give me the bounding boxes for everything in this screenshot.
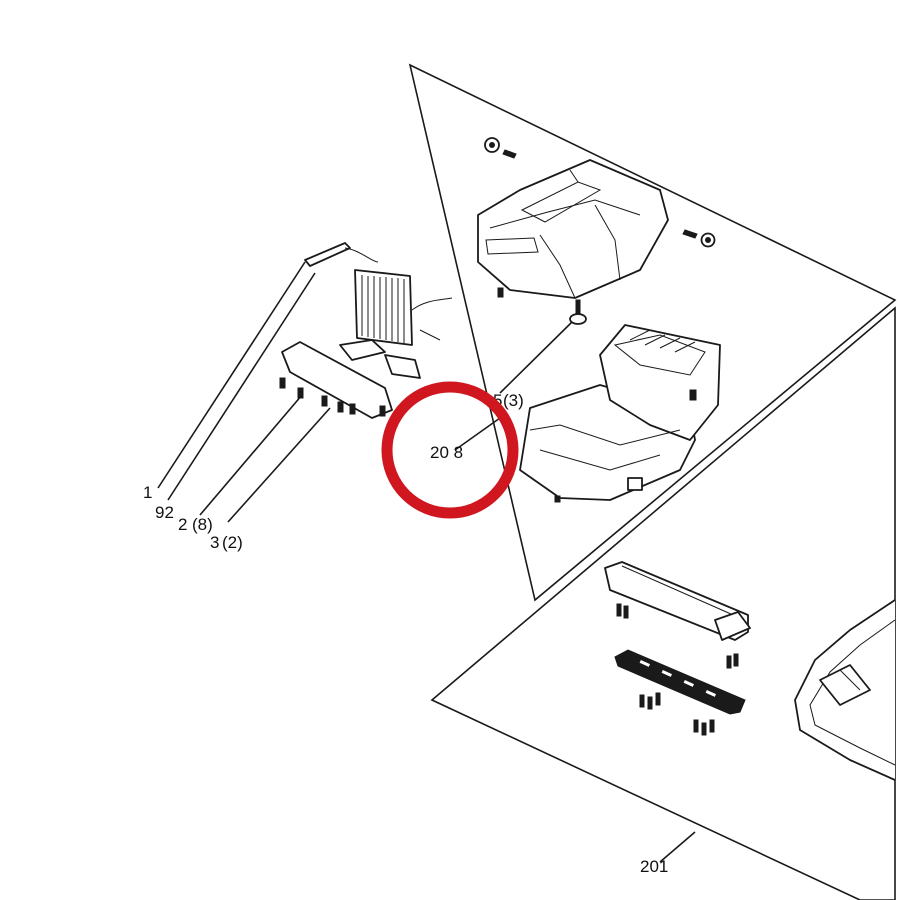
- callout-5-qty: (3): [503, 391, 524, 410]
- callout-3-qty: (2): [222, 533, 243, 552]
- callout-2-qty: (8): [192, 515, 213, 534]
- leader-2: [199, 394, 303, 516]
- display-board-part: [614, 649, 746, 736]
- highlight-ring: [381, 381, 519, 519]
- handle-bar-part: [604, 561, 751, 669]
- motor-cover-panel: [408, 63, 897, 602]
- leader-5: [499, 321, 573, 394]
- motor-cover-top: [477, 137, 716, 325]
- leader-3: [227, 407, 331, 523]
- callout-208: 20 8: [430, 443, 463, 462]
- console-frame-part: [794, 599, 896, 781]
- callout-92: 92: [155, 503, 174, 522]
- callout-2: 2: [178, 515, 187, 534]
- controller-assembly: [279, 242, 453, 419]
- callout-5: 5: [493, 391, 502, 410]
- callout-3: 3: [210, 533, 219, 552]
- callout-201: 201: [640, 857, 668, 876]
- leader-92: [167, 272, 316, 501]
- console-panel: [430, 306, 896, 900]
- callout-1: 1: [143, 483, 152, 502]
- leader-208: [454, 417, 501, 451]
- motor-cover-base: [519, 324, 721, 503]
- leader-201: [659, 831, 696, 863]
- leader-1: [157, 261, 306, 489]
